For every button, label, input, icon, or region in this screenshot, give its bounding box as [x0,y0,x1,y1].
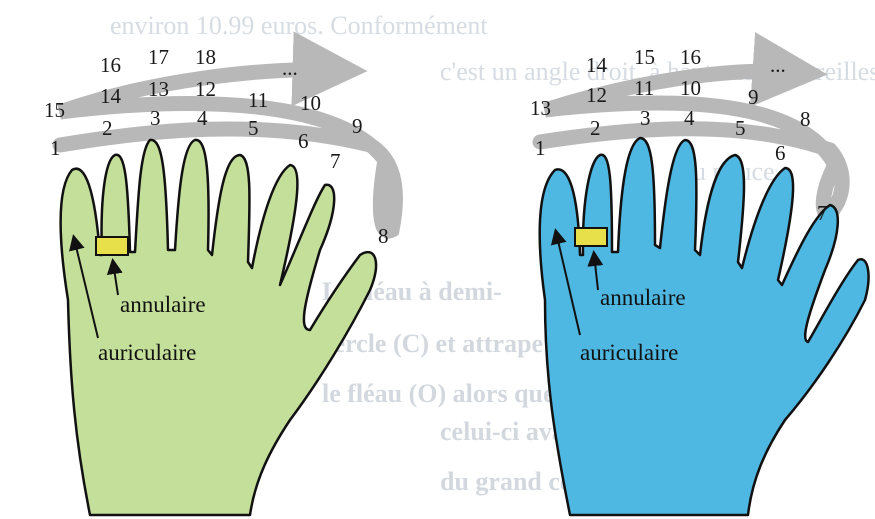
left-hand-diagram: 1 2 3 4 5 6 7 8 15 14 13 12 11 10 9 16 1… [44,45,396,515]
left-num-9: 9 [352,114,363,138]
left-num-2: 2 [102,116,113,140]
right-ring-label: annulaire [600,285,686,310]
left-num-16: 16 [100,53,121,77]
right-num-4: 4 [684,106,695,130]
left-num-5: 5 [248,116,259,140]
bg-line-1: environ 10.99 euros. Conformément [110,11,488,40]
left-num-6: 6 [298,129,309,153]
right-num-2: 2 [590,116,601,140]
left-num-18: 18 [195,45,216,69]
left-pinky-label: auriculaire [98,340,196,365]
right-num-3: 3 [640,106,651,130]
right-num-10: 10 [680,76,701,100]
left-num-4: 4 [197,106,208,130]
left-num-11: 11 [248,88,268,112]
right-num-13: 13 [530,96,551,120]
left-num-14: 14 [100,84,122,108]
left-hand [61,140,376,515]
left-num-7: 7 [330,149,341,173]
right-num-12: 12 [586,83,607,107]
left-num-12: 12 [195,77,216,101]
bg-line-5: cercle (C) et attrape [322,329,543,358]
right-hand-diagram: 1 2 3 4 5 6 7 13 12 11 10 9 8 14 15 16 .… [530,45,869,515]
left-num-3: 3 [150,106,161,130]
left-num-17: 17 [148,45,169,69]
right-num-7: 7 [817,201,828,225]
left-ellipsis: ... [282,56,298,80]
left-num-15: 15 [44,98,65,122]
left-num-13: 13 [148,77,169,101]
right-num-11: 11 [634,76,654,100]
right-ellipsis: ... [770,53,786,77]
right-num-8: 8 [800,107,811,131]
bg-line-6: le fléau (O) alors que [322,379,555,408]
right-num-9: 9 [748,85,759,109]
right-pinky-label: auriculaire [580,340,678,365]
left-ring [96,237,128,255]
left-num-1: 1 [50,136,61,160]
right-num-14: 14 [586,53,608,77]
right-num-16: 16 [680,45,701,69]
right-num-5: 5 [735,116,746,140]
right-num-1: 1 [535,136,546,160]
left-num-8: 8 [378,224,389,248]
right-num-6: 6 [775,141,786,165]
right-num-15: 15 [634,45,655,69]
right-ring [575,228,607,246]
left-num-10: 10 [300,91,321,115]
left-ring-label: annulaire [120,292,206,317]
